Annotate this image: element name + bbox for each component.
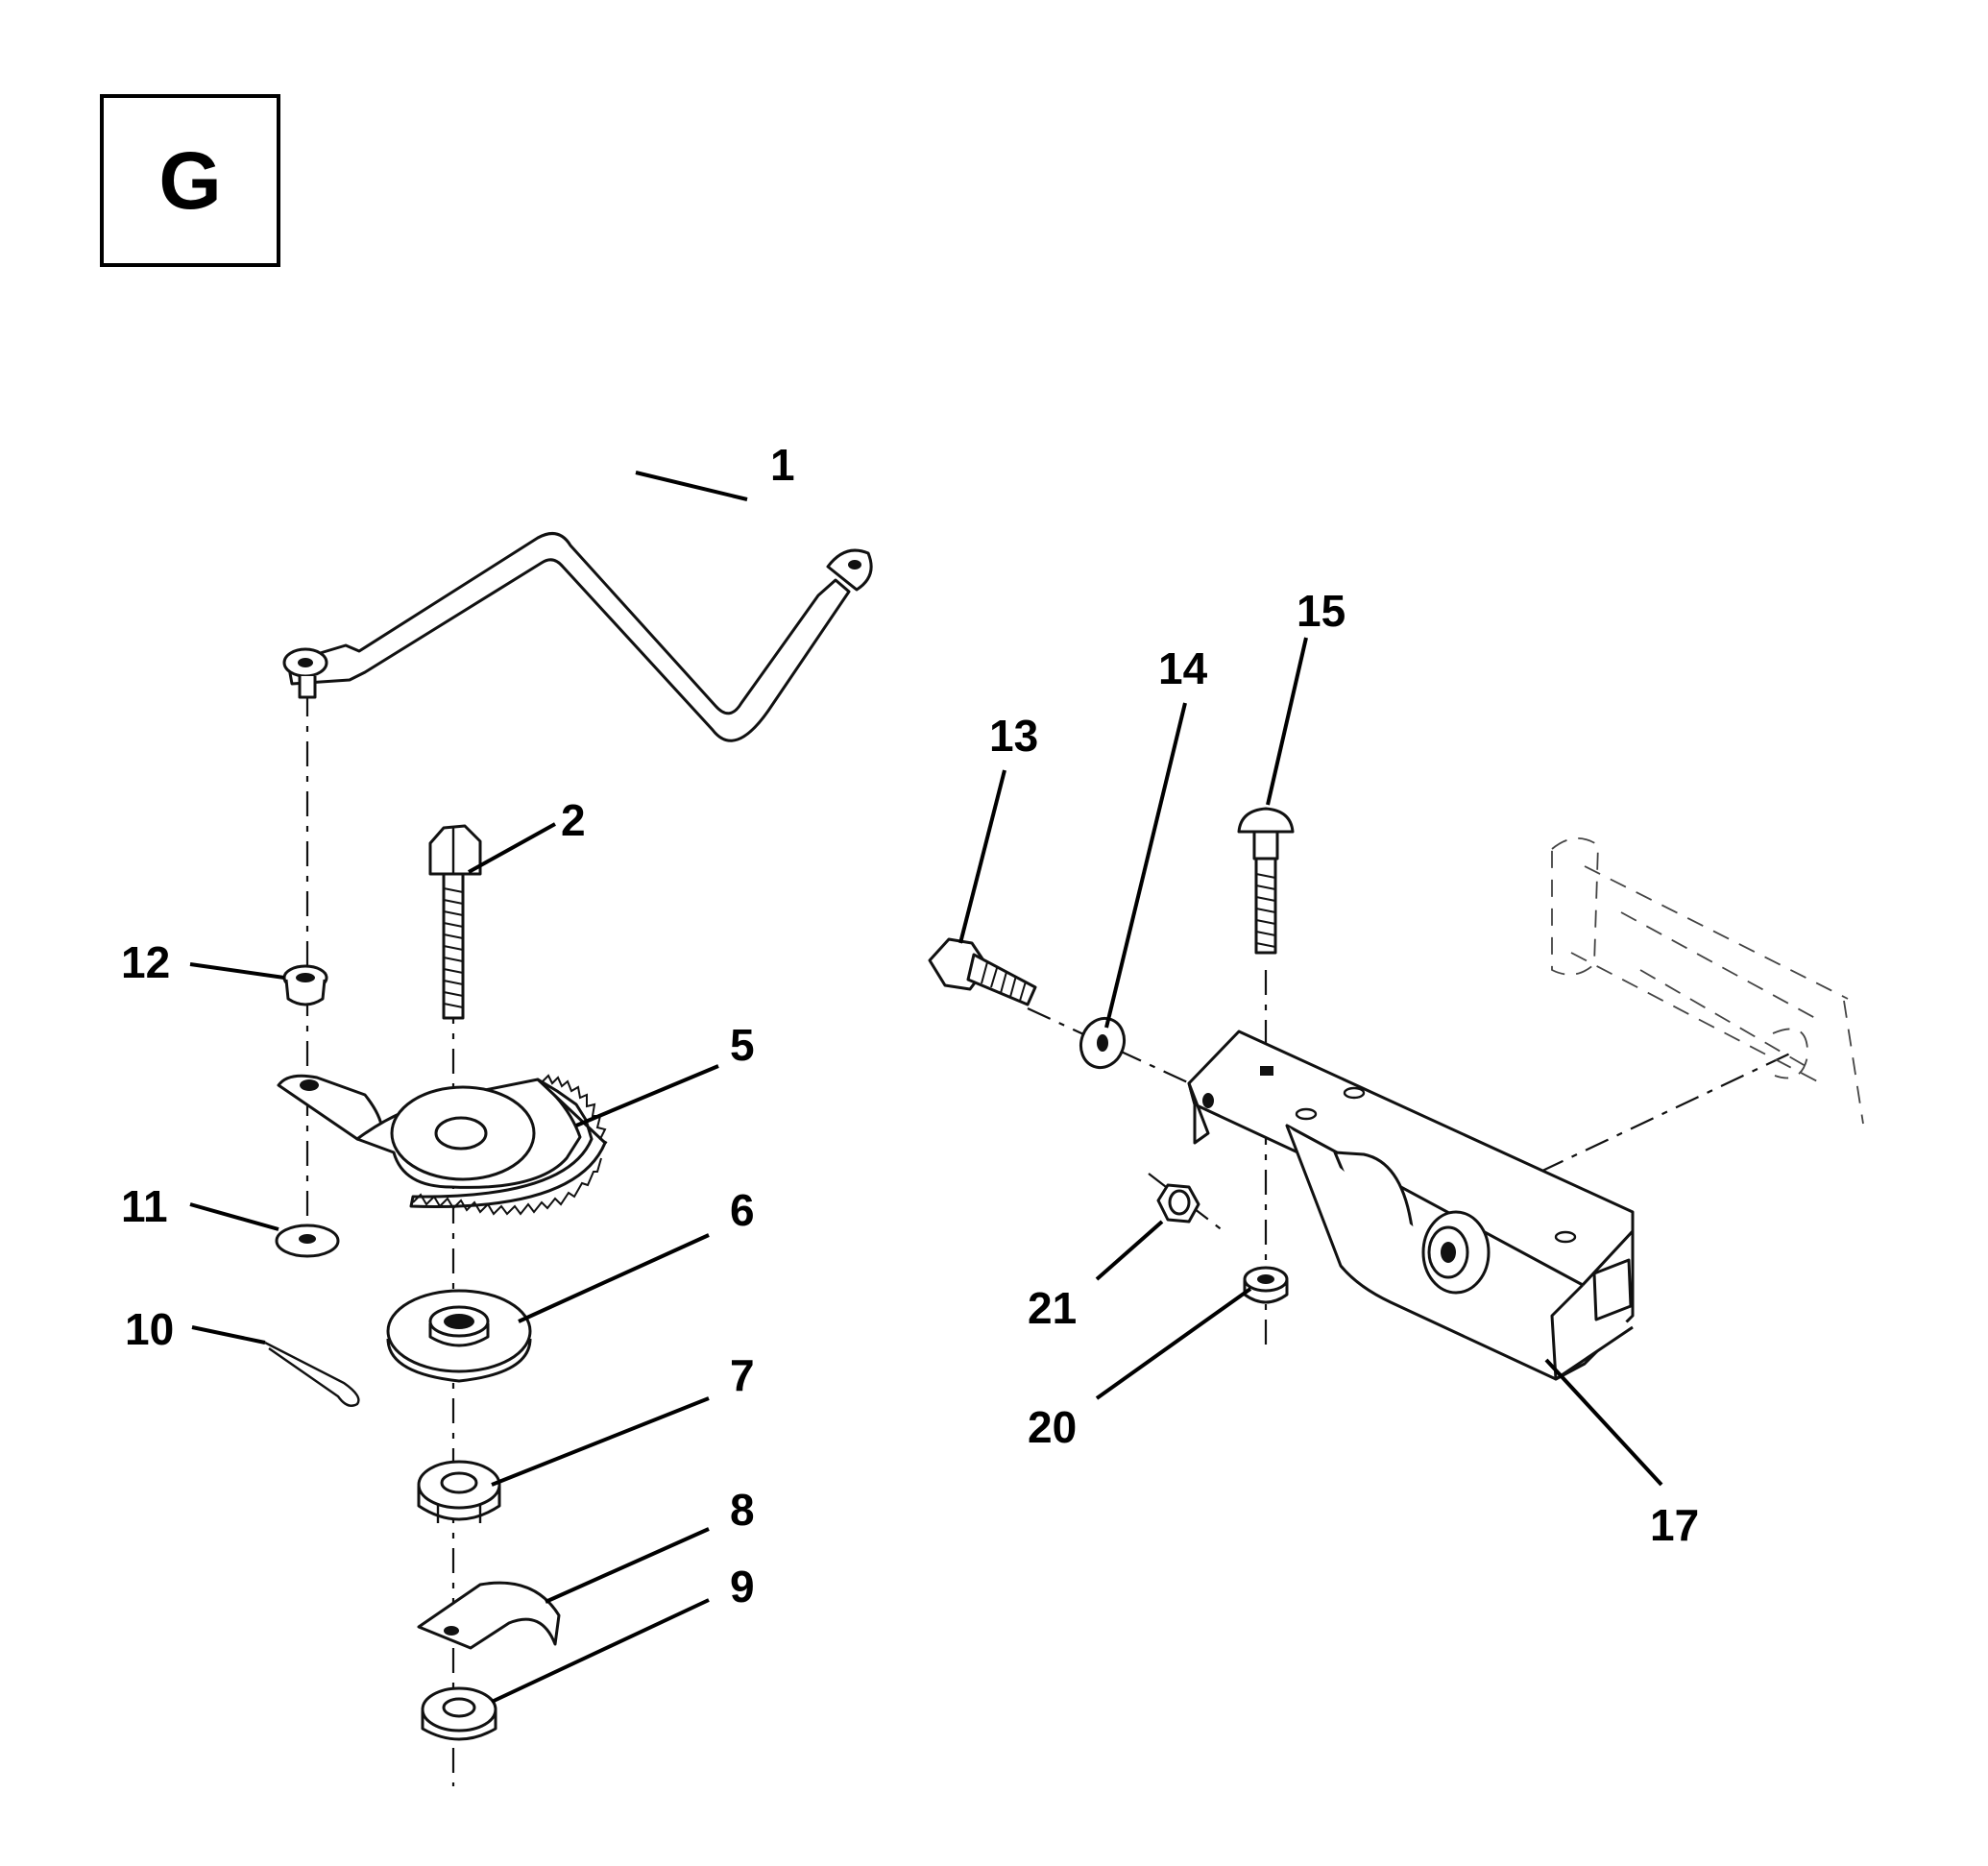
callout-14: 14 xyxy=(1158,643,1208,693)
bolt-part-2 xyxy=(428,824,482,1020)
leader-12 xyxy=(189,962,285,980)
leader-1 xyxy=(635,471,748,501)
leader-13 xyxy=(958,769,1006,944)
clip-part-8 xyxy=(417,1581,561,1650)
callout-12: 12 xyxy=(121,937,170,987)
washer-part-11 xyxy=(275,1224,340,1258)
hex-nut-part-9 xyxy=(421,1686,497,1741)
callout-20: 20 xyxy=(1028,1402,1077,1452)
bracket-part-17 xyxy=(1187,1030,1635,1381)
section-tag: G xyxy=(100,94,280,267)
spacer-part-6 xyxy=(386,1289,532,1383)
callout-7: 7 xyxy=(730,1350,755,1400)
ghost-mating-part xyxy=(1551,837,1864,1125)
leader-10 xyxy=(191,1325,266,1345)
callout-10: 10 xyxy=(125,1304,174,1354)
rod-part-1 xyxy=(282,532,873,742)
nut-part-20 xyxy=(1243,1266,1289,1304)
leader-11 xyxy=(189,1202,279,1231)
callout-17: 17 xyxy=(1650,1500,1699,1550)
callout-8: 8 xyxy=(730,1485,755,1535)
callout-1: 1 xyxy=(770,440,795,490)
callout-2: 2 xyxy=(561,795,586,845)
leader-14 xyxy=(1104,702,1187,1029)
leader-8 xyxy=(545,1527,710,1604)
section-tag-letter: G xyxy=(158,135,221,226)
nut-part-21 xyxy=(1156,1183,1200,1224)
callout-15: 15 xyxy=(1297,586,1346,636)
leader-9 xyxy=(491,1598,710,1704)
leader-6 xyxy=(518,1233,710,1323)
bolt-part-13 xyxy=(928,937,1037,1006)
callout-9: 9 xyxy=(730,1562,755,1612)
leader-17 xyxy=(1544,1358,1663,1487)
bushing-part-12 xyxy=(282,964,328,1006)
cotter-pin-part-10 xyxy=(264,1341,360,1407)
leader-2 xyxy=(468,822,556,874)
leader-20 xyxy=(1095,1287,1252,1400)
bolt-13-axis-line xyxy=(1027,1007,1207,1092)
carriage-bolt-part-15 xyxy=(1237,807,1295,955)
leader-7 xyxy=(491,1396,710,1487)
callout-6: 6 xyxy=(730,1185,755,1235)
callout-13: 13 xyxy=(989,711,1038,761)
shaft-axis-line xyxy=(1539,1052,1793,1173)
leader-15 xyxy=(1266,637,1308,806)
callout-5: 5 xyxy=(730,1020,755,1070)
ratchet-part-5 xyxy=(277,1074,608,1216)
leader-21 xyxy=(1095,1220,1164,1281)
hex-nut-part-7 xyxy=(417,1460,501,1523)
callout-11: 11 xyxy=(121,1181,168,1231)
leader-5 xyxy=(575,1064,719,1127)
callout-21: 21 xyxy=(1028,1283,1077,1333)
nut-21-axis-line xyxy=(1148,1173,1224,1232)
washer-part-14 xyxy=(1079,1016,1127,1070)
